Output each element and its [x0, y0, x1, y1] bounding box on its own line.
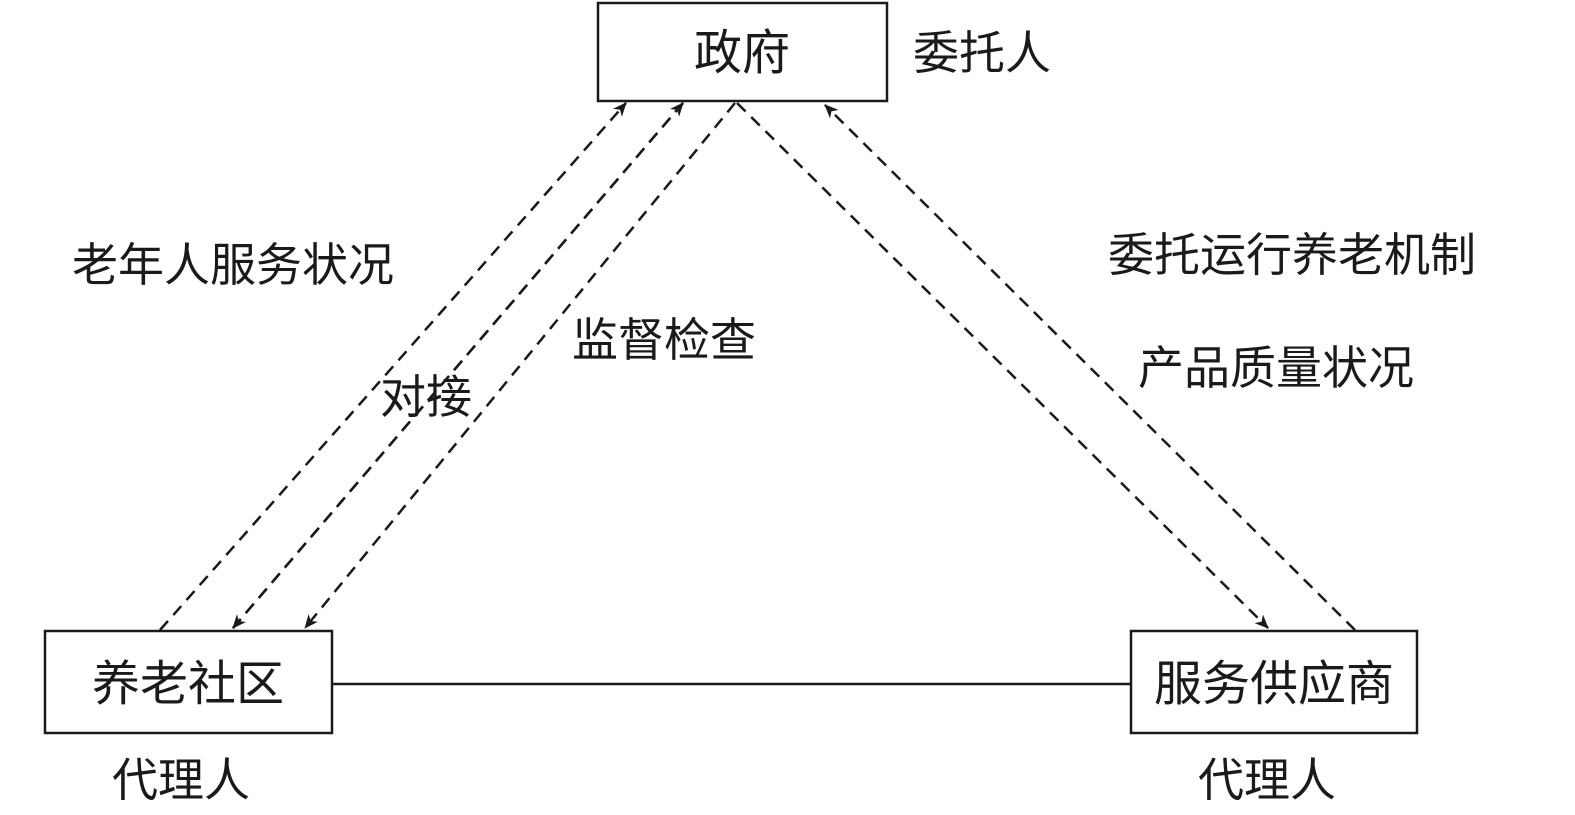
edge-label-supervision: 监督检查	[572, 313, 756, 367]
community-label: 养老社区	[92, 656, 284, 712]
node-provider: 服务供应商	[1129, 629, 1419, 735]
arrow-docking-to-community	[232, 102, 684, 629]
edge-label-entrust-mechanism: 委托运行养老机制	[1108, 228, 1476, 282]
community-role-label: 代理人	[112, 753, 250, 807]
arrow-entrust-to-provider	[736, 102, 1269, 629]
node-community: 养老社区	[43, 629, 334, 735]
arrow-elderly-status-to-government	[159, 102, 627, 631]
government-box	[596, 1, 889, 103]
community-box	[43, 629, 334, 735]
arrow-supervision-to-community	[304, 102, 736, 629]
provider-box	[1129, 629, 1419, 735]
government-label: 政府	[694, 25, 790, 81]
arrow-quality-to-government	[824, 104, 1356, 631]
government-role-label: 委托人	[913, 26, 1051, 80]
node-government: 政府	[596, 1, 889, 103]
edge-label-docking: 对接	[380, 370, 472, 424]
provider-label: 服务供应商	[1154, 656, 1394, 712]
edge-label-elderly-status: 老年人服务状况	[72, 238, 394, 292]
provider-role-label: 代理人	[1198, 753, 1336, 807]
edge-label-product-quality: 产品质量状况	[1138, 341, 1414, 395]
